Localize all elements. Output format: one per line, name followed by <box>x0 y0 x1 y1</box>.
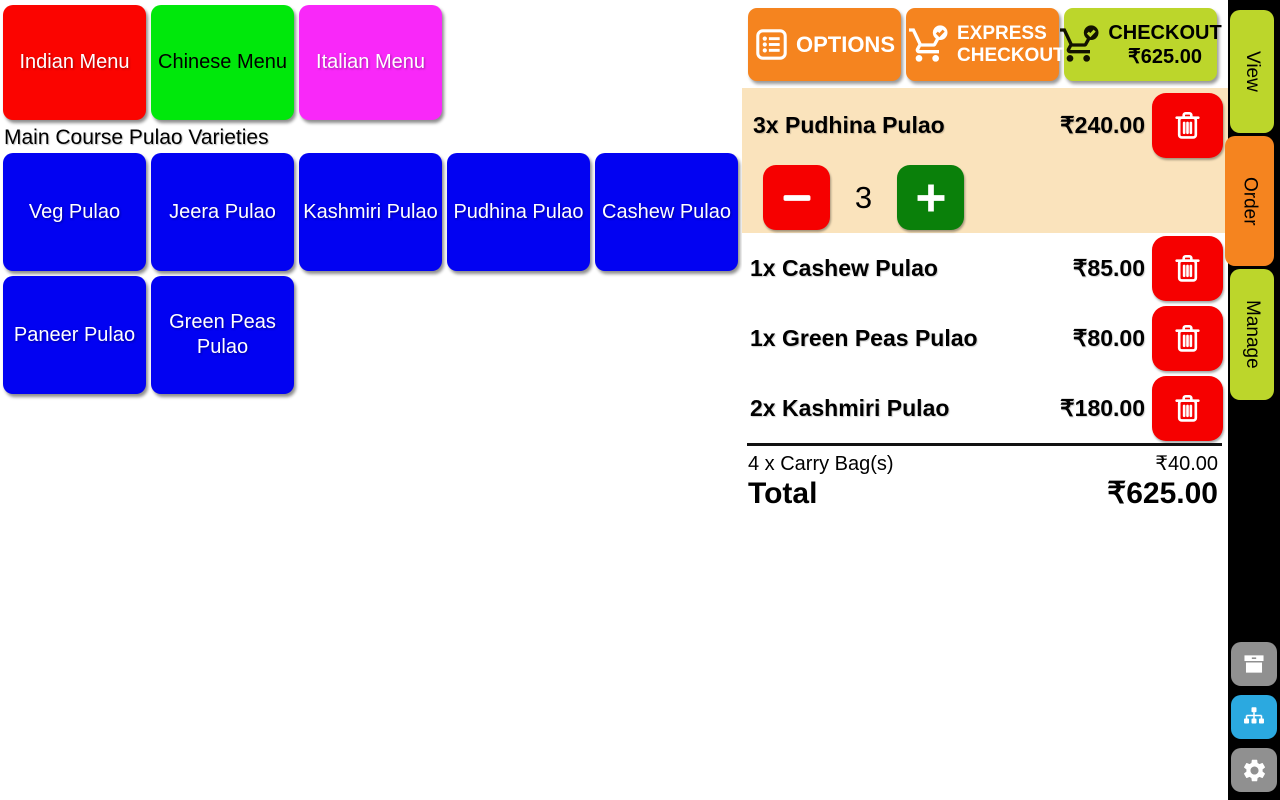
menu-tab-label: Indian Menu <box>19 51 130 73</box>
order-item-price: ₹80.00 <box>1072 324 1145 351</box>
carry-bag-label: 4 x Carry Bag(s) <box>748 453 894 475</box>
dish-button-cashew-pulao[interactable]: Cashew Pulao <box>595 153 738 271</box>
checkout-amount: ₹625.00 <box>1128 45 1202 68</box>
cart-check-icon <box>908 24 950 65</box>
options-button[interactable]: OPTIONS <box>748 8 901 81</box>
order-item-price: ₹180.00 <box>1060 394 1145 421</box>
order-panel: OPTIONS EXPRESS CHECKOUT <box>742 0 1228 800</box>
minus-icon <box>778 179 816 217</box>
order-item-label: 1x Green Peas Pulao <box>750 324 978 351</box>
order-item-label: 3x Pudhina Pulao <box>753 112 945 138</box>
category-heading: Main Course Pulao Varieties <box>4 126 269 149</box>
order-item-label: 1x Cashew Pulao <box>750 254 938 281</box>
dish-button-veg-pulao[interactable]: Veg Pulao <box>3 153 146 271</box>
express-checkout-button[interactable]: EXPRESS CHECKOUT <box>906 8 1065 81</box>
order-item-row[interactable]: 2x Kashmiri Pulao ₹180.00 <box>742 373 1228 443</box>
sitemap-icon <box>1241 704 1267 730</box>
trash-icon <box>1170 391 1205 426</box>
menu-tab-chinese[interactable]: Chinese Menu <box>151 5 294 120</box>
dish-button-pudhina-pulao[interactable]: Pudhina Pulao <box>447 153 590 271</box>
carry-bag-row: 4 x Carry Bag(s) ₹40.00 <box>742 446 1228 476</box>
delete-item-button[interactable] <box>1152 93 1223 158</box>
menu-tab-italian[interactable]: Italian Menu <box>299 5 442 120</box>
increase-quantity-button[interactable] <box>897 165 964 230</box>
cuisine-menu-row: Indian Menu Chinese Menu Italian Menu <box>3 5 442 120</box>
summary-divider <box>747 443 1222 446</box>
delete-item-button[interactable] <box>1152 375 1223 441</box>
order-item-label: 2x Kashmiri Pulao <box>750 394 950 421</box>
box-icon <box>1241 651 1267 677</box>
delete-item-button[interactable] <box>1152 235 1223 301</box>
settings-button[interactable] <box>1231 748 1277 792</box>
trash-icon <box>1170 108 1205 143</box>
side-tab-strip: View Order Manage <box>1225 0 1280 800</box>
selected-order-item[interactable]: 3x Pudhina Pulao ₹240.00 <box>742 88 1228 233</box>
dish-button-kashmiri-pulao[interactable]: Kashmiri Pulao <box>299 153 442 271</box>
total-row: Total ₹625.00 <box>742 476 1228 511</box>
tab-manage[interactable]: Manage <box>1230 269 1274 400</box>
delete-item-button[interactable] <box>1152 305 1223 371</box>
total-label: Total <box>748 477 818 510</box>
tab-order[interactable]: Order <box>1225 136 1274 266</box>
dish-button-green-peas-pulao[interactable]: Green Peas Pulao <box>151 276 294 394</box>
dish-button-jeera-pulao[interactable]: Jeera Pulao <box>151 153 294 271</box>
quantity-value: 3 <box>854 179 873 215</box>
menu-tab-indian[interactable]: Indian Menu <box>3 5 146 120</box>
list-icon <box>754 27 789 62</box>
express-checkout-label: EXPRESS CHECKOUT <box>957 22 1065 66</box>
order-action-bar: OPTIONS EXPRESS CHECKOUT <box>742 0 1228 81</box>
checkout-button[interactable]: CHECKOUT ₹625.00 <box>1060 8 1222 81</box>
tab-view[interactable]: View <box>1230 10 1274 133</box>
trash-icon <box>1170 251 1205 286</box>
options-label: OPTIONS <box>795 31 895 57</box>
quantity-stepper: 3 <box>763 165 1223 230</box>
checkout-title: CHECKOUT <box>1108 21 1222 44</box>
trash-icon <box>1170 321 1205 356</box>
menu-tab-label: Italian Menu <box>316 51 425 73</box>
sitemap-button[interactable] <box>1231 695 1277 739</box>
gear-icon <box>1241 757 1268 784</box>
orders-box-button[interactable] <box>1231 642 1277 686</box>
selected-item-row: 3x Pudhina Pulao ₹240.00 <box>747 93 1223 158</box>
carry-bag-price: ₹40.00 <box>1155 453 1218 475</box>
total-price: ₹625.00 <box>1107 477 1218 510</box>
order-item-row[interactable]: 1x Green Peas Pulao ₹80.00 <box>742 303 1228 373</box>
dish-button-grid: Veg Pulao Jeera Pulao Kashmiri Pulao Pud… <box>3 153 743 394</box>
menu-tab-label: Chinese Menu <box>158 51 287 73</box>
dish-button-paneer-pulao[interactable]: Paneer Pulao <box>3 276 146 394</box>
checkout-label: CHECKOUT ₹625.00 <box>1108 21 1221 69</box>
order-item-row[interactable]: 1x Cashew Pulao ₹85.00 <box>742 233 1228 303</box>
order-item-price: ₹240.00 <box>1060 112 1145 138</box>
plus-icon <box>912 179 950 217</box>
decrease-quantity-button[interactable] <box>763 165 830 230</box>
order-item-price: ₹85.00 <box>1072 254 1145 281</box>
cart-check-icon <box>1059 24 1101 65</box>
